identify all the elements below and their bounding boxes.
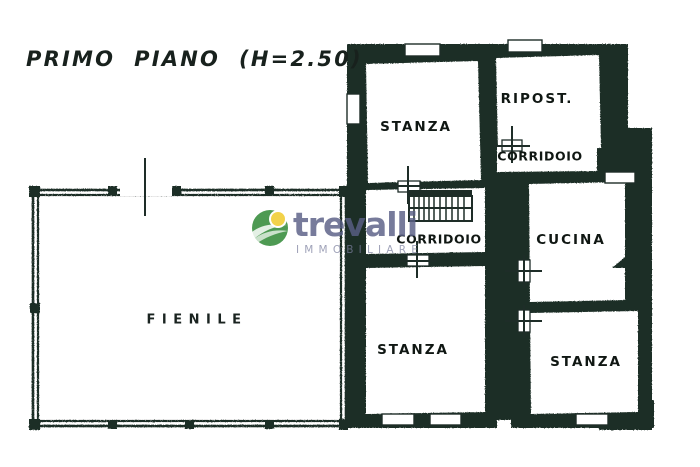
room-label-corridoio-mid: CORRIDOIO [396, 231, 482, 247]
window-opening [507, 39, 543, 53]
door-marker [505, 255, 542, 288]
window-opening [404, 43, 441, 57]
room-label-corridoio-top: CORRIDOIO [497, 148, 583, 164]
window-opening [429, 413, 462, 426]
room-label-stanza-nw: STANZA [380, 119, 452, 135]
door-marker-fienile-top [120, 158, 174, 216]
door-markers [390, 126, 542, 338]
room-label-stanza-se: STANZA [550, 354, 622, 370]
door-marker [399, 241, 436, 278]
room-interior-ripostiglio [496, 55, 601, 151]
staircase-icon [408, 190, 473, 222]
door-marker [505, 305, 542, 338]
window-opening [381, 413, 415, 426]
room-interior-stanza-se [530, 311, 638, 414]
room-interior-stanza-sw [366, 266, 485, 414]
window-opening [575, 413, 609, 426]
room-label-fienile: FIENILE [146, 312, 248, 328]
room-interior-stanza-nw [366, 61, 481, 183]
window-openings [346, 39, 636, 426]
door-marker [494, 126, 530, 163]
page-title: PRIMO PIANO (H=2.50) [26, 47, 363, 71]
room-label-stanza-sw: STANZA [377, 342, 449, 358]
room-label-ripostiglio: RIPOST. [500, 91, 574, 107]
window-opening [604, 171, 636, 184]
room-interior-cucina [529, 182, 625, 302]
window-opening [346, 93, 361, 125]
room-label-cucina: CUCINA [536, 232, 606, 248]
room-outline-fienile [29, 186, 348, 430]
room-interiors [366, 55, 638, 414]
